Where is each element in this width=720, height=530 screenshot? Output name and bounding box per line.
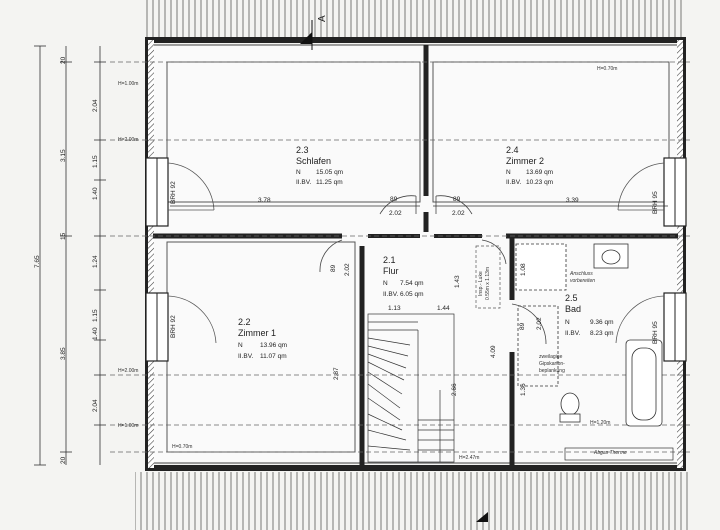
dim-low1: 3.85 (60, 347, 67, 360)
room-name-zimmer2: Zimmer 2 (506, 156, 544, 166)
room-name-schlafen: Schlafen (296, 156, 332, 166)
brh-right-top: BRH 95 (652, 191, 659, 214)
guide-lines (110, 61, 690, 453)
room-number-bad: 2.5 (565, 293, 578, 303)
h-070-top: H=0.70m (597, 66, 618, 72)
area-n-value-schlafen: 15.05 qm (316, 169, 344, 176)
staircase (367, 313, 455, 463)
flur-113: 1.13 (388, 305, 401, 312)
h-200-bot: H=2.00m (118, 368, 139, 374)
roof-top (145, 0, 685, 38)
area-n-label-bad: N (565, 319, 570, 326)
window-right-top (617, 157, 687, 227)
note-zweilagige: zweilagige (539, 354, 563, 360)
width-schlafen: 3.78 (258, 197, 271, 204)
brh-left-bottom: BRH 92 (170, 315, 177, 338)
room-number-zimmer2: 2.4 (506, 145, 519, 155)
door-89-b: 89 (453, 196, 461, 203)
brh-left-top: BRH 92 (170, 181, 177, 204)
section-arrow-bottom (476, 512, 488, 522)
note-therme: Abgas Therme (594, 450, 627, 456)
area-n-value-zimmer1: 13.96 qm (260, 342, 288, 349)
door-202-a: 2.02 (389, 210, 402, 217)
h-070-bot: H=0.70m (172, 444, 193, 450)
section-arrow-top (300, 32, 312, 44)
stair-266: 2.66 (451, 383, 458, 396)
area-w-label-schlafen: II.BV. (296, 179, 312, 186)
section-mark: A (317, 15, 328, 22)
dim-mid2: 1.40 (92, 187, 99, 200)
area-w-value-bad: 8.23 qm (590, 330, 614, 337)
area-n-label-zimmer2: N (506, 169, 511, 176)
area-n-value-bad: 9.36 qm (590, 319, 614, 326)
room-number-schlafen: 2.3 (296, 145, 309, 155)
area-n-label-schlafen: N (296, 169, 301, 176)
bad-409: 4.09 (490, 345, 497, 358)
room-name-flur: Flur (383, 266, 399, 276)
h-247: H=2.47m (459, 455, 480, 461)
room-number-flur: 2.1 (383, 255, 396, 265)
h-100-bot: H=1.00m (118, 423, 139, 429)
dim-low2: 2.04 (92, 399, 99, 412)
h-200-top: H=2.00m (118, 137, 139, 143)
area-w-value-schlafen: 11.25 qm (316, 179, 343, 186)
bad-202: 2.02 (536, 317, 543, 330)
dim-top1: 2.04 (92, 99, 99, 112)
note-inspection-size: 0.55m x 1.13m (485, 266, 491, 300)
area-w-label-zimmer1: II.BV. (238, 353, 254, 360)
bad-89: 89 (519, 322, 526, 330)
width-zimmer2: 3.39 (566, 197, 579, 204)
area-w-label-zimmer2: II.BV. (506, 179, 522, 186)
dim-mid3: 1.24 (92, 255, 99, 268)
dim-top-small: 20 (60, 56, 67, 64)
room-number-zimmer1: 2.2 (238, 317, 251, 327)
area-n-value-flur: 7.54 qm (400, 280, 424, 287)
doors (319, 195, 547, 345)
h-120: H=1.20m (590, 420, 611, 426)
note-gipskarton: Gipskarton- (539, 361, 565, 367)
dim-mid4: 1.15 (92, 309, 99, 322)
area-n-label-flur: N (383, 280, 388, 287)
flur-89: 89 (330, 264, 337, 272)
door-89-a: 89 (390, 196, 398, 203)
bad-108: 1.08 (520, 263, 527, 276)
note-beplankung: beplankung (539, 368, 565, 374)
area-w-value-flur: 6.05 qm (400, 291, 424, 298)
dimension-chains (34, 45, 106, 466)
roof-bottom (135, 472, 690, 530)
brh-right-bottom: BRH 95 (652, 321, 659, 344)
window-right-bottom (615, 292, 687, 362)
inspection-hatch (475, 245, 501, 309)
door-202-b: 2.02 (452, 210, 465, 217)
flur-143: 1.43 (454, 275, 461, 288)
room-name-bad: Bad (565, 304, 582, 314)
window-left-bottom (145, 292, 217, 362)
h-100-top: H=1.00m (118, 81, 139, 87)
dim-total-height: 7.65 (34, 255, 41, 268)
area-n-value-zimmer2: 13.69 qm (526, 169, 554, 176)
dim-bot-small: 20 (60, 456, 67, 464)
note-vorbereiten: vorbereiten (570, 278, 596, 284)
bath-fixtures (515, 243, 663, 427)
area-w-value-zimmer2: 10.23 qm (526, 179, 554, 186)
area-w-label-flur: II.BV. (383, 291, 399, 298)
area-n-label-zimmer1: N (238, 342, 243, 349)
flur-144: 1.44 (437, 305, 450, 312)
bad-136: 1.36 (520, 383, 527, 396)
note-anschluss: Anschluss (570, 271, 593, 277)
window-left-top (145, 157, 215, 227)
dim-top2: 3.15 (60, 149, 67, 162)
area-w-label-bad: II.BV. (565, 330, 581, 337)
flur-202: 2.02 (344, 263, 351, 276)
dim-15: 15 (60, 232, 67, 240)
note-inspection: Insp.- Luke (478, 271, 484, 296)
zimmer1-287: 2.87 (333, 367, 340, 380)
area-w-value-zimmer1: 11.07 qm (260, 353, 287, 360)
room-name-zimmer1: Zimmer 1 (238, 328, 276, 338)
dim-mid5: 1.40 (92, 327, 99, 340)
dim-mid1: 1.15 (92, 155, 99, 168)
